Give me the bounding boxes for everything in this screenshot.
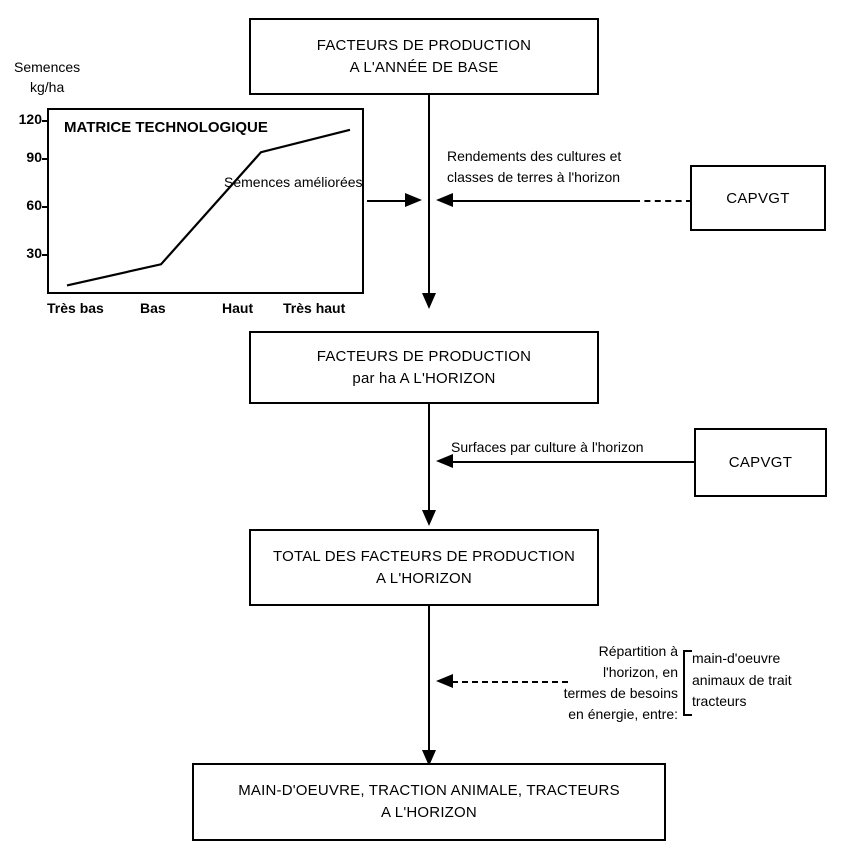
edge-label-repartition-line3: termes de besoins [563, 685, 678, 701]
chart-to-flow-arrow [405, 193, 422, 207]
box-facteurs-par-ha-horizon-line2: par ha A L'HORIZON [352, 369, 496, 387]
box-facteurs-par-ha-horizon-line1: FACTEURS DE PRODUCTION [316, 347, 532, 365]
edge-label-repartition-line4: en énergie, entre: [568, 706, 678, 722]
box-facteurs-annee-base-line2: A L'ANNÉE DE BASE [349, 58, 499, 76]
chart-xtick-tres-haut: Très haut [283, 300, 346, 316]
bracket-item-main-doeuvre: main-d'oeuvre [692, 650, 781, 666]
box-capvgt-1-label: CAPVGT [726, 189, 790, 207]
edge-label-surfaces-line1: Surfaces par culture à l'horizon [451, 439, 644, 455]
chart-ytick-mark-120 [42, 120, 51, 122]
edge-label-surfaces: Surfaces par culture à l'horizon [451, 437, 644, 458]
box-total-facteurs-horizon[interactable]: TOTAL DES FACTEURS DE PRODUCTION A L'HOR… [249, 529, 599, 606]
chart-series-annotation-line2: améliorées [294, 174, 363, 190]
chart-xtick-haut: Haut [222, 300, 254, 316]
chart-to-flow-line [367, 200, 407, 202]
edge-label-repartition: Répartition à l'horizon, en termes de be… [506, 641, 678, 725]
chart-ytick-mark-30 [42, 254, 51, 256]
chart-ytick-mark-60 [42, 206, 51, 208]
box-main-oeuvre-horizon[interactable]: MAIN-D'OEUVRE, TRACTION ANIMALE, TRACTEU… [192, 763, 666, 841]
bracket-item-list: main-d'oeuvre animaux de trait tracteurs [692, 648, 792, 713]
edge-label-rendements-line2: classes de terres à l'horizon [447, 169, 621, 185]
chart-title-line2: TECHNOLOGIQUE [135, 119, 268, 136]
capvgt-1-edge-dashed [634, 200, 692, 202]
chart-title-line1: MATRICE [64, 119, 132, 136]
chart-y-axis-title-line1: Semences [14, 59, 81, 75]
box-capvgt-2[interactable]: CAPVGT [694, 428, 827, 497]
flow-arrow-2 [422, 510, 436, 526]
chart-series-annotation: Semences améliorées [224, 172, 363, 192]
box-facteurs-par-ha-horizon[interactable]: FACTEURS DE PRODUCTION par ha A L'HORIZO… [249, 331, 599, 404]
capvgt-1-edge-arrow [436, 193, 453, 207]
box-total-facteurs-horizon-line2: A L'HORIZON [376, 569, 472, 587]
box-main-oeuvre-horizon-line1: MAIN-D'OEUVRE, TRACTION ANIMALE, TRACTEU… [238, 782, 620, 800]
box-facteurs-annee-base-line1: FACTEURS DE PRODUCTION [316, 36, 532, 54]
chart-ytick-120: 120 [18, 111, 42, 127]
capvgt-2-edge-line [452, 461, 694, 463]
box-main-oeuvre-horizon-line2: A L'HORIZON [381, 804, 477, 821]
flow-arrow-3 [422, 750, 436, 766]
flow-line-2 [428, 404, 430, 512]
chart-line-series [66, 128, 351, 287]
bracket-icon [683, 650, 692, 716]
chart-xtick-tres-bas: Très bas [47, 300, 104, 316]
flow-line-1 [428, 95, 430, 295]
edge-label-repartition-line1: Répartition à [598, 643, 678, 659]
capvgt-1-edge-solid [452, 200, 636, 202]
bracket-item-tracteurs: tracteurs [692, 693, 747, 710]
box-total-facteurs-horizon-line1: TOTAL DES FACTEURS DE PRODUCTION [273, 547, 575, 565]
chart-plot-area: MATRICE TECHNOLOGIQUE Semences améliorée… [47, 108, 364, 294]
box-facteurs-annee-base[interactable]: FACTEURS DE PRODUCTION A L'ANNÉE DE BASE [249, 18, 599, 95]
flow-line-3 [428, 606, 430, 752]
chart-y-axis-title-line2: kg/ha [30, 78, 65, 95]
capvgt-2-edge-arrow [436, 454, 453, 468]
flow-arrow-1 [422, 293, 436, 309]
edge-label-rendements-line1: Rendements des cultures et [447, 148, 622, 164]
bracket-item-animaux-de-trait: animaux de trait [692, 671, 792, 688]
chart-title: MATRICE TECHNOLOGIQUE [64, 118, 268, 138]
chart-xtick-bas: Bas [140, 300, 166, 316]
edge-label-rendements: Rendements des cultures et classes de te… [447, 146, 621, 188]
edge-label-repartition-line2: l'horizon, en [602, 664, 678, 680]
repartition-edge-dashed [452, 681, 568, 683]
chart-ytick-mark-90 [42, 158, 51, 160]
chart-ytick-60: 60 [26, 197, 42, 213]
chart-ytick-30: 30 [26, 245, 42, 261]
chart-y-axis-title: Semences kg/ha [14, 58, 80, 97]
repartition-edge-arrow [436, 674, 453, 688]
box-capvgt-1[interactable]: CAPVGT [690, 165, 826, 231]
chart-ytick-90: 90 [26, 149, 42, 165]
box-capvgt-2-label: CAPVGT [728, 454, 793, 471]
chart-series-annotation-line1: Semences [224, 174, 291, 190]
